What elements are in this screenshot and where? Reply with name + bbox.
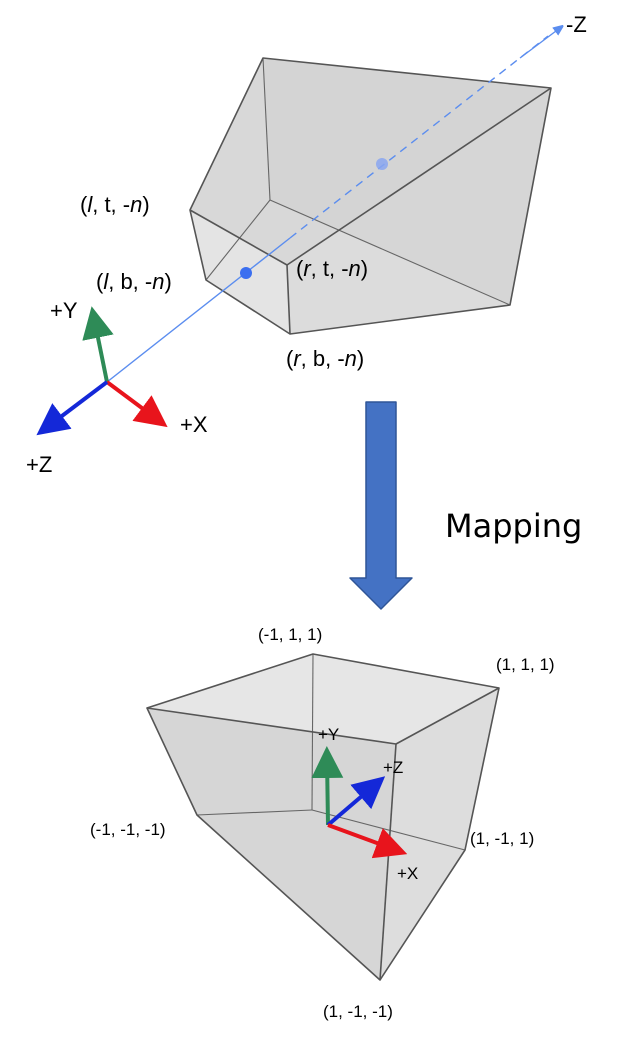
frustum-far-face [263, 58, 551, 305]
label-l-b-neg-n: (l, b, -n) [96, 269, 172, 294]
label-camera-pos-z: +Z [26, 452, 52, 477]
camera-x-axis [105, 380, 168, 428]
ndc-x-axis [327, 823, 408, 859]
label-r-b-neg-n: (r, b, -n) [286, 346, 364, 371]
cube-top-face [147, 654, 499, 744]
label-cube-1-neg1-1: (1, -1, 1) [470, 829, 534, 848]
near-plane-center-point [240, 267, 252, 279]
mapping-arrow [349, 401, 413, 610]
ndc-y-axis [311, 746, 344, 826]
label-camera-pos-x: +X [180, 412, 208, 437]
ndc-z-axis [326, 776, 386, 827]
label-cube-1-neg1-neg1: (1, -1, -1) [323, 1002, 393, 1021]
camera-y-axis [82, 306, 114, 383]
label-camera-pos-y: +Y [50, 298, 78, 323]
camera-axes [36, 306, 168, 436]
label-ndc-pos-z: +Z [383, 758, 403, 777]
label-cube-neg1-1-1: (-1, 1, 1) [258, 625, 322, 644]
camera-z-axis [36, 380, 109, 436]
label-ndc-pos-x: +X [397, 864, 418, 883]
far-plane-center-point [376, 158, 388, 170]
label-ndc-pos-y: +Y [318, 725, 339, 744]
ndc-cube [146, 653, 500, 981]
cube-right-face [380, 688, 499, 980]
mapping-label: Mapping [445, 507, 582, 545]
camera-view-line [106, 28, 560, 383]
ndc-axes [311, 746, 408, 859]
label-r-t-neg-n: (r, t, -n) [296, 256, 368, 281]
frustum-near-face [190, 210, 290, 334]
frustum [189, 57, 552, 335]
label-l-t-neg-n: (l, t, -n) [80, 192, 150, 217]
cube-left-face [147, 708, 396, 980]
label-cube-neg1-neg1-neg1: (-1, -1, -1) [90, 820, 166, 839]
label-cube-1-1-1: (1, 1, 1) [496, 655, 555, 674]
label-neg-z-axis: -Z [566, 12, 587, 37]
